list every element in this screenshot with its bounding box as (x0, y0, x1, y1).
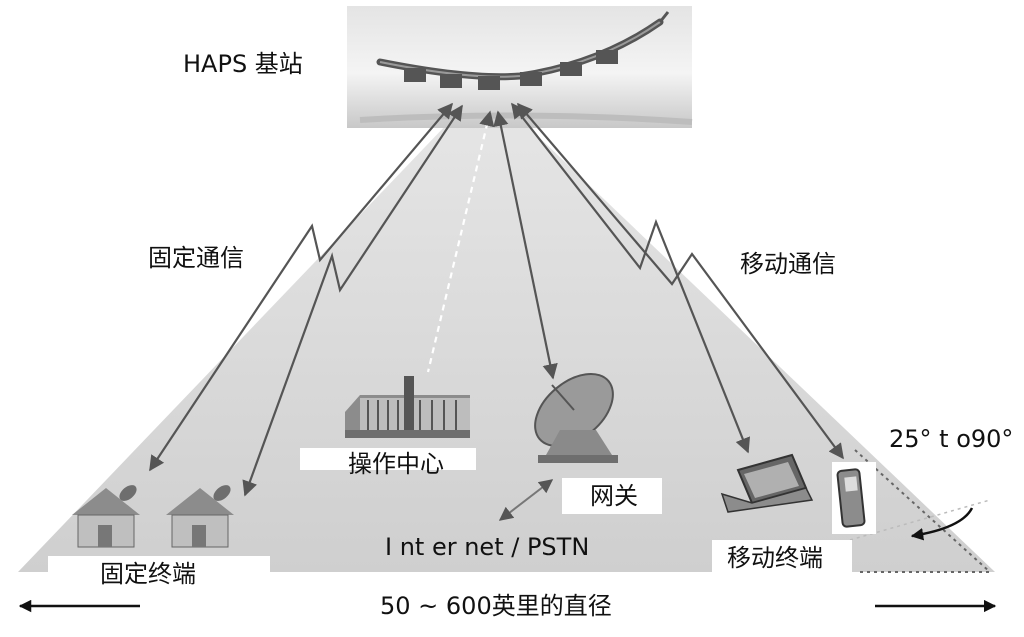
fixed-terminal-label: 固定终端 (100, 560, 196, 588)
diameter-label: 50 ~ 600英里的直径 (380, 592, 612, 620)
angle-arrow (910, 507, 974, 541)
mobile-phone-icon (832, 462, 876, 534)
gateway-label: 网关 (590, 482, 638, 510)
haps-station-label: HAPS 基站 (183, 50, 303, 78)
fixed-links (149, 102, 463, 497)
mobile-terminal-label: 移动终端 (727, 544, 823, 572)
house-dish-icon (48, 485, 270, 578)
mobile-comm-label: 移动通信 (740, 250, 836, 278)
internet-pstn-label: I nt er net / PSTN (385, 533, 590, 561)
internet-link (498, 479, 554, 521)
operation-center-label: 操作中心 (348, 450, 444, 478)
operation-link (426, 110, 495, 373)
haps-aircraft-icon (347, 6, 693, 128)
building-icon (300, 376, 476, 470)
angle-line (854, 449, 991, 573)
satellite-dish-icon (534, 372, 662, 514)
laptop-icon (712, 453, 852, 576)
angle-range-label: 25° t o90° (889, 425, 1014, 453)
mobile-links (511, 102, 844, 460)
gateway-link (493, 110, 558, 380)
fixed-comm-label: 固定通信 (148, 244, 244, 272)
angle-line-2 (849, 499, 991, 541)
house-dish-icon (166, 485, 234, 548)
